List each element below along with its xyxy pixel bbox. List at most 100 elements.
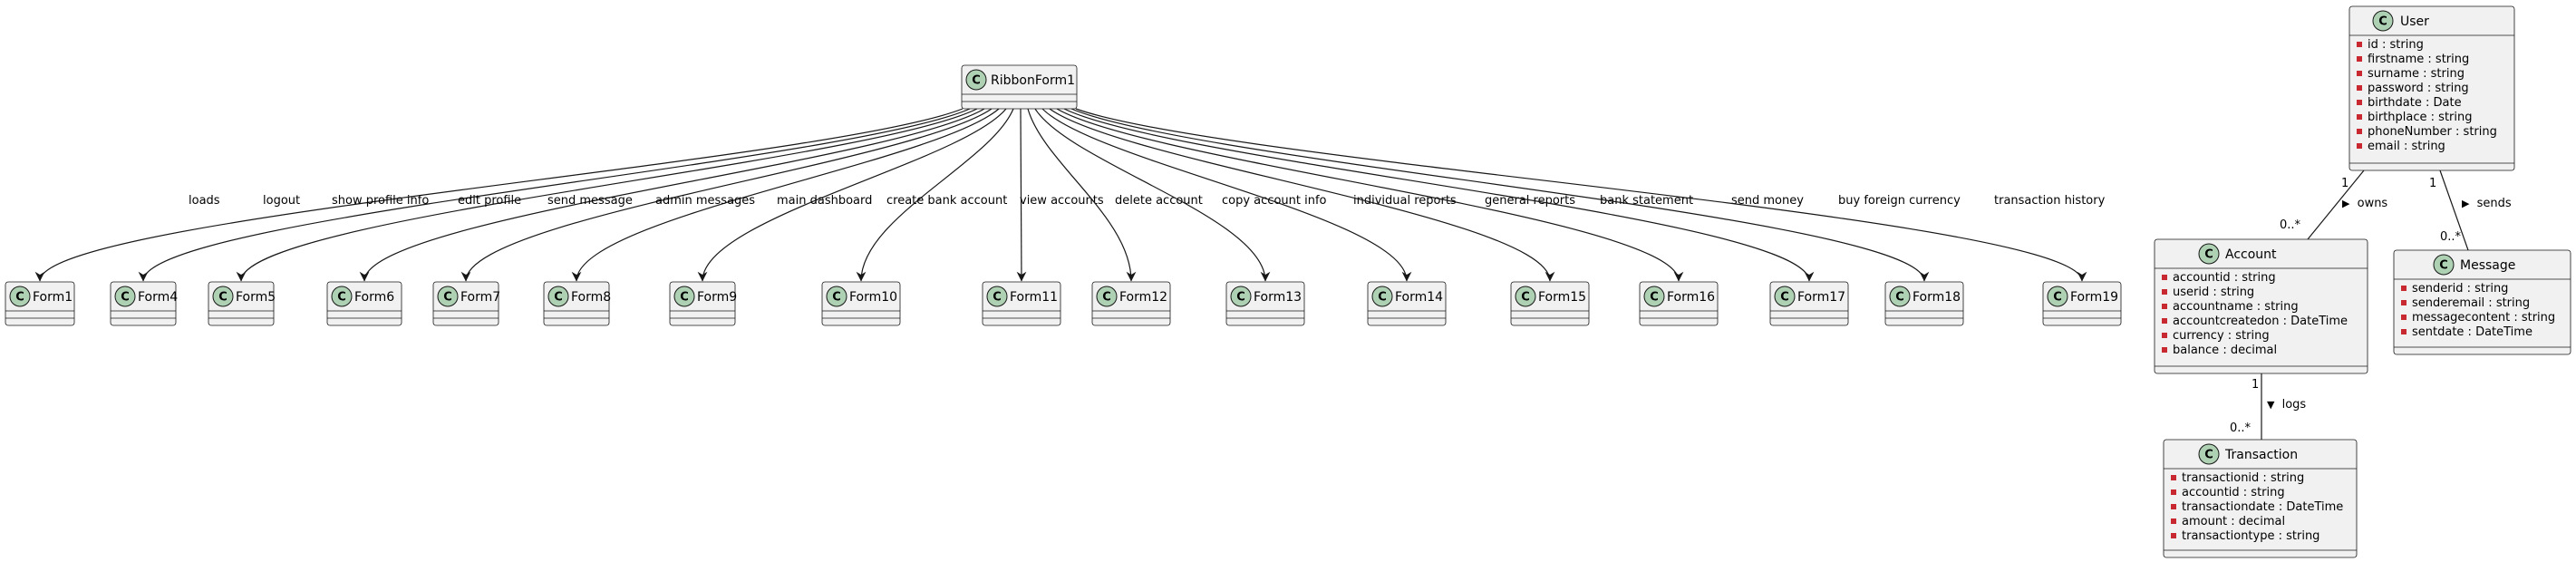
class-badge-letter: C (337, 291, 346, 305)
assoc-owns-line (2307, 170, 2365, 240)
class-badge-letter: C (1650, 291, 1659, 305)
class-user-box (2348, 5, 2515, 171)
private-visibility-icon (2357, 143, 2362, 149)
private-visibility-icon (2357, 71, 2362, 76)
nav-edge-form4 (138, 108, 971, 282)
class-badge-icon (1230, 286, 1252, 307)
private-visibility-icon (2171, 533, 2176, 538)
private-visibility-icon (2162, 333, 2167, 338)
class-badge-icon (437, 286, 459, 307)
class-form9[interactable]: C Form9 (669, 281, 737, 326)
class-badge-icon (965, 69, 987, 91)
nav-edge-label: logout (263, 194, 300, 208)
private-visibility-icon (2357, 85, 2362, 91)
assoc-logs-text: logs (2282, 398, 2307, 412)
assoc-sends-label: ▶ sends (2462, 197, 2512, 210)
nav-edge-label: buy foreign currency (1838, 194, 1961, 208)
nav-edge-form15 (1049, 108, 1555, 282)
assoc-owns-from-mult: 1 (2341, 177, 2348, 190)
class-form15[interactable]: C Form15 (1510, 281, 1590, 326)
nav-edge-label: loads (189, 194, 220, 208)
class-transaction-box (2163, 439, 2358, 558)
nav-edge-form8 (571, 108, 1000, 282)
navigation-edges: loads logout show profile info edit profile… (34, 108, 2106, 282)
class-form11[interactable]: C Form11 (982, 281, 1061, 326)
class-form4-name: Form4 (138, 290, 178, 305)
nav-edge-form16 (1056, 108, 1684, 282)
nav-edge-label: admin messages (655, 194, 755, 208)
class-badge-icon (331, 286, 353, 307)
class-user-member: id : string (2368, 38, 2424, 52)
class-badge-letter: C (680, 291, 689, 305)
assoc-owns-label: ▶ owns (2342, 197, 2387, 210)
class-user-member: birthplace : string (2368, 111, 2472, 124)
class-badge-letter: C (2439, 259, 2448, 273)
private-visibility-icon (2357, 114, 2362, 120)
class-ribbonform1-box (961, 64, 1078, 110)
private-visibility-icon (2401, 329, 2407, 334)
class-badge-letter: C (1521, 291, 1530, 305)
class-badge-icon (114, 286, 136, 307)
class-badge-letter: C (1236, 291, 1245, 305)
class-message-member: senderemail : string (2412, 296, 2530, 310)
class-user-member: phoneNumber : string (2368, 125, 2497, 139)
class-form18-name: Form18 (1913, 290, 1961, 305)
nav-edge-label: edit profile (458, 194, 521, 208)
private-visibility-icon (2162, 275, 2167, 280)
class-user-member: birthdate : Date (2368, 96, 2462, 110)
class-form15-name: Form15 (1538, 290, 1586, 305)
class-form11-name: Form11 (1010, 290, 1058, 305)
nav-edge-label: show profile info (332, 194, 429, 208)
class-form8-name: Form8 (571, 290, 611, 305)
nav-edge-form11 (1016, 108, 1027, 282)
class-badge-icon (826, 286, 847, 307)
nav-edge-form13 (1034, 108, 1271, 282)
class-badge-letter: C (2204, 248, 2213, 262)
class-account-name: Account (2225, 247, 2277, 262)
class-account-member: currency : string (2173, 329, 2270, 343)
assoc-sends-from-mult: 1 (2429, 177, 2436, 190)
nav-edge-form19 (1075, 108, 2087, 282)
class-badge-letter: C (972, 74, 981, 88)
class-form6-name: Form6 (354, 290, 394, 305)
class-message-name: Message (2460, 258, 2515, 273)
class-account-member: accountname : string (2173, 300, 2299, 314)
nav-edge-form17 (1063, 108, 1815, 282)
nav-edge-label: copy account info (1222, 194, 1327, 208)
class-form9-name: Form9 (697, 290, 737, 305)
assoc-owns-text: owns (2358, 197, 2388, 210)
class-message-member: sentdate : DateTime (2412, 325, 2532, 339)
class-form6[interactable]: C Form6 (326, 281, 402, 326)
class-transaction-member: transactionid : string (2182, 471, 2304, 485)
class-badge-icon (9, 286, 31, 307)
class-form7-name: Form7 (460, 290, 500, 305)
class-message-member: senderid : string (2412, 282, 2508, 296)
class-badge-icon (986, 286, 1008, 307)
class-badge-letter: C (993, 291, 1002, 305)
class-badge-icon (2047, 286, 2068, 307)
nav-edge-form5 (236, 108, 978, 282)
class-message-member: messagecontent : string (2412, 311, 2555, 325)
private-visibility-icon (2171, 504, 2176, 509)
class-user-member: password : string (2368, 82, 2469, 95)
class-badge-letter: C (2204, 449, 2213, 462)
assoc-logs-arrow: ▼ (2267, 399, 2275, 411)
